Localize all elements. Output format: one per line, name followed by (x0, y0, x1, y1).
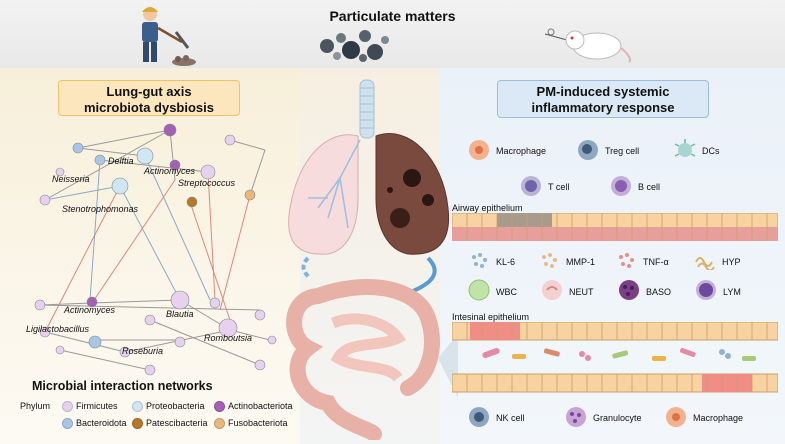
legend-item: Bacteroidota (62, 418, 127, 430)
taxon-label: Actinomyces (64, 305, 116, 315)
tnf-icon (619, 253, 634, 268)
lym-icon (696, 280, 716, 300)
taxon-label: Ligilactobacillus (26, 324, 90, 334)
legend-item: Fusobacteriota (214, 418, 288, 430)
cell-label: Granulocyte (593, 413, 642, 423)
b-cell-icon (611, 176, 631, 196)
right-title-box: PM-induced systemic inflammatory respons… (497, 80, 709, 118)
hyp-icon (695, 257, 715, 270)
legend-item: Firmicutes (62, 401, 118, 413)
marker-label: TNF-α (643, 257, 669, 267)
page-title: Particulate matters (329, 8, 456, 24)
blood-label: BASO (646, 287, 672, 297)
taxon-label: Neisseria (52, 174, 90, 184)
macrophage-icon (666, 407, 686, 427)
marker-label: KL-6 (496, 257, 516, 267)
taxon-label: Roseburia (122, 346, 164, 356)
legend-phylum-label: Phylum (20, 401, 51, 411)
kl6-icon (472, 253, 487, 268)
granulocyte-icon (566, 407, 586, 427)
legend-item: Actinobacteriota (214, 401, 293, 413)
dc-icon (674, 139, 696, 157)
left-title-box: Lung-gut axis microbiota dysbiosis (58, 80, 240, 116)
worker-illustration (142, 7, 196, 66)
neut-icon (542, 280, 562, 300)
marker-label: HYP (722, 257, 741, 267)
legend-item: Proteobacteria (132, 401, 205, 413)
microbial-network (34, 123, 277, 376)
wbc-icon (468, 279, 490, 301)
left-title-line1: Lung-gut axis (106, 84, 192, 99)
right-title-line2: inflammatory response (531, 100, 675, 115)
intestinal-label: Intesinal epithelium (452, 312, 530, 322)
marker-label: MMP-1 (566, 257, 595, 267)
top-band (0, 0, 785, 68)
baso-icon (619, 280, 639, 300)
blood-label: NEUT (569, 287, 594, 297)
cell-label: DCs (702, 146, 720, 156)
t-cell-icon (521, 176, 541, 196)
intestinal-epithelium (452, 322, 778, 393)
taxon-label: Blautia (166, 309, 194, 319)
rat-illustration (545, 28, 631, 63)
left-panel (0, 68, 300, 444)
left-title-line2: microbiota dysbiosis (83, 100, 215, 115)
cell-label: T cell (548, 182, 570, 192)
cell-label: NK cell (496, 413, 525, 423)
network-title: Microbial interaction networks (32, 379, 213, 393)
taxon-label: Actinomyces (144, 166, 196, 176)
airway-label: Airway epithelium (452, 203, 523, 213)
taxon-label: Romboutsia (204, 333, 253, 343)
cell-label: B cell (638, 182, 661, 192)
blood-label: WBC (496, 287, 517, 297)
particulate-icon (320, 30, 389, 62)
taxon-label: Streptococcus (178, 178, 236, 188)
cell-label: Treg cell (605, 146, 640, 156)
lung-gut-illustration (286, 79, 458, 440)
blood-label: LYM (723, 287, 741, 297)
cell-label: Macrophage (496, 146, 547, 156)
legend-item: Patescibacteria (132, 418, 208, 430)
nk-cell-icon (469, 407, 489, 427)
cell-label: Macrophage (693, 413, 744, 423)
right-title-line1: PM-induced systemic (536, 84, 670, 99)
mmp1-icon (542, 253, 557, 268)
taxon-label: Stenotrophomonas (62, 204, 139, 214)
macrophage-icon (469, 140, 489, 160)
airway-epithelium (452, 213, 778, 241)
taxon-label: Delftia (108, 156, 134, 166)
treg-cell-icon (578, 140, 598, 160)
